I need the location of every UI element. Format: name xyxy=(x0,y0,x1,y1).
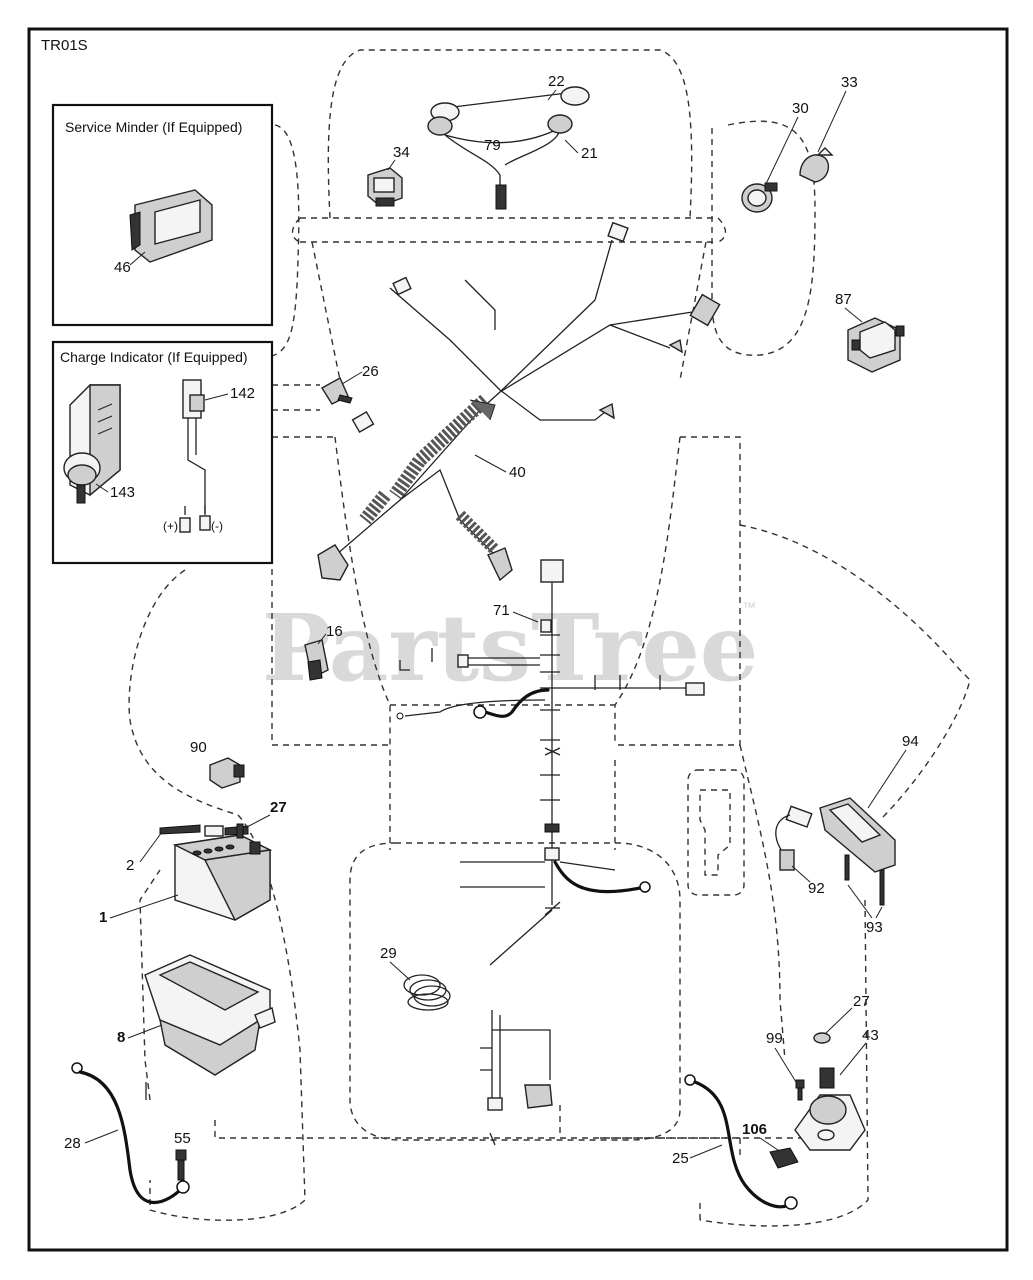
callout-26: 26 xyxy=(362,363,379,380)
callout-29: 29 xyxy=(380,945,397,962)
callout-33: 33 xyxy=(841,74,858,91)
screw-99-part xyxy=(795,1079,805,1101)
callout-27-right: 27 xyxy=(853,993,870,1010)
center-harness-part xyxy=(396,559,705,966)
relay-16-part xyxy=(304,639,329,681)
callout-106: 106 xyxy=(742,1121,767,1138)
ignition-switch-part xyxy=(741,182,778,213)
negative-cable-part xyxy=(71,1062,190,1204)
callout-22: 22 xyxy=(548,73,565,90)
callout-28: 28 xyxy=(64,1135,81,1152)
callout-2: 2 xyxy=(126,857,134,874)
callout-25: 25 xyxy=(672,1150,689,1167)
callout-87: 87 xyxy=(835,291,852,308)
service-minder-part xyxy=(129,189,213,263)
callout-34: 34 xyxy=(393,144,410,161)
positive-cable-part xyxy=(684,1074,798,1210)
charge-indicator-box: Charge Indicator (If Equipped) 143 142 (… xyxy=(51,340,274,565)
callout-21: 21 xyxy=(581,145,598,162)
charge-indicator-part xyxy=(63,384,121,504)
battery-part xyxy=(172,834,273,921)
starter-solenoid-part xyxy=(794,1067,866,1151)
callout-92: 92 xyxy=(808,880,825,897)
callout-46: 46 xyxy=(114,259,131,276)
main-harness-part xyxy=(317,221,721,582)
key-part xyxy=(799,147,834,183)
switch-34-part xyxy=(367,167,403,207)
nut-27-part xyxy=(813,1032,831,1044)
bolt-55-part xyxy=(175,1149,187,1181)
callout-40: 40 xyxy=(509,464,526,481)
outer-frame xyxy=(27,27,1009,1252)
tractor-outline xyxy=(128,49,971,1227)
callout-142: 142 xyxy=(230,385,255,402)
callout-27-top: 27 xyxy=(270,799,287,816)
part-106 xyxy=(769,1147,799,1169)
callout-16: 16 xyxy=(326,623,343,640)
part-90 xyxy=(209,757,245,789)
callout-94: 94 xyxy=(902,733,919,750)
polarity-plus: (+) xyxy=(163,519,178,533)
battery-tray-part xyxy=(144,954,276,1076)
relay-87-part xyxy=(847,317,905,373)
fuse-26-part xyxy=(321,377,353,405)
rear-harness-part xyxy=(480,1010,553,1111)
callout-71: 71 xyxy=(493,602,510,619)
indicator-harness-part xyxy=(179,379,211,533)
service-minder-title: Service Minder (If Equipped) xyxy=(65,119,242,135)
callout-30: 30 xyxy=(792,100,809,117)
watermark-tm: ™ xyxy=(742,599,756,615)
callout-99: 99 xyxy=(766,1030,783,1047)
battery-bolt-part xyxy=(159,823,249,839)
diagram-code: TR01S xyxy=(41,37,88,54)
callout-90: 90 xyxy=(190,739,207,756)
callout-8: 8 xyxy=(117,1029,125,1046)
callout-1: 1 xyxy=(99,909,107,926)
headlight-harness-part xyxy=(427,86,590,210)
polarity-minus: (-) xyxy=(211,519,223,533)
seat-switch-part xyxy=(775,797,896,906)
callout-55: 55 xyxy=(174,1130,191,1147)
coil-29-part xyxy=(403,974,451,1011)
watermark: PartsTree xyxy=(262,594,758,702)
callout-93: 93 xyxy=(866,919,883,936)
callout-43: 43 xyxy=(862,1027,879,1044)
service-minder-box: Service Minder (If Equipped) 46 xyxy=(51,103,274,327)
callout-79: 79 xyxy=(484,137,501,154)
callout-143: 143 xyxy=(110,484,135,501)
charge-indicator-title: Charge Indicator (If Equipped) xyxy=(60,349,248,365)
